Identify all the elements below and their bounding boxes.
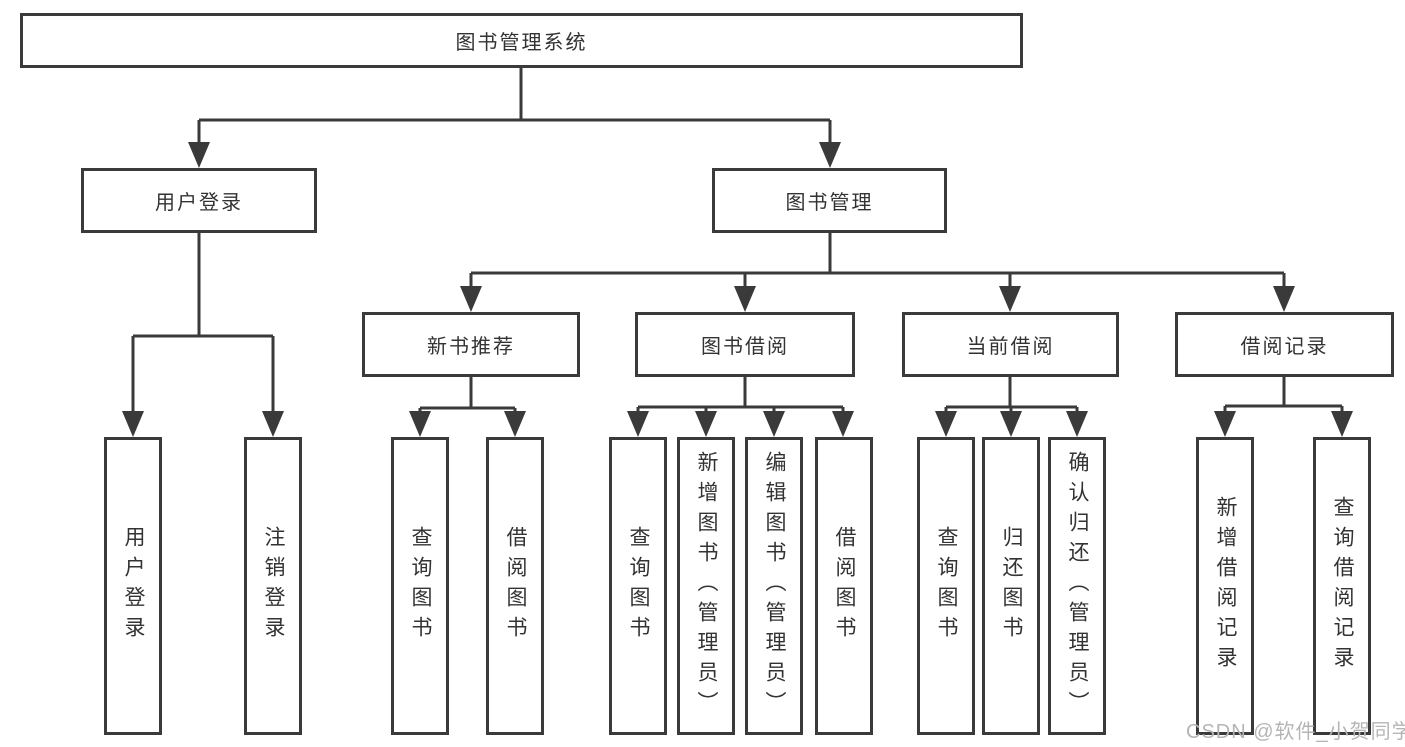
node-label: 图书管理 (785, 192, 874, 214)
arrowheads (122, 142, 1353, 437)
leaf-borrow-books-recommend: 借阅图书 (486, 437, 544, 735)
leaf-query-books-borrowing: 查询图书 (609, 437, 667, 735)
node-label: 图书管理系统 (455, 32, 588, 54)
node-label: 查询图书 (935, 526, 959, 646)
leaf-user-login: 用户登录 (104, 437, 162, 735)
node-label: 归还图书 (1000, 526, 1024, 646)
node-label: 新书推荐 (427, 336, 515, 358)
leaf-add-borrow-record: 新增借阅记录 (1196, 437, 1254, 735)
node-label: 查询图书 (627, 526, 651, 646)
leaf-query-books-recommend: 查询图书 (391, 437, 449, 735)
node-label: 确认归还（管理员） (1066, 451, 1090, 721)
node-current-borrowing: 当前借阅 (902, 312, 1119, 377)
node-label: 借阅图书 (833, 526, 857, 646)
node-label: 借阅记录 (1240, 336, 1329, 358)
node-root-system: 图书管理系统 (20, 13, 1023, 68)
node-book-borrowing: 图书借阅 (635, 312, 855, 377)
node-label: 查询借阅记录 (1331, 496, 1355, 676)
node-label: 用户登录 (155, 192, 243, 214)
leaf-add-books-admin: 新增图书（管理员） (677, 437, 735, 735)
leaf-query-borrow-record: 查询借阅记录 (1313, 437, 1371, 735)
node-new-book-recommend: 新书推荐 (362, 312, 580, 377)
node-label: 查询图书 (409, 526, 433, 646)
node-label: 新增借阅记录 (1214, 496, 1238, 676)
node-label: 注销登录 (262, 526, 286, 646)
node-label: 用户登录 (122, 526, 146, 646)
node-book-management: 图书管理 (712, 168, 947, 233)
leaf-return-books: 归还图书 (982, 437, 1040, 735)
node-borrowing-records: 借阅记录 (1175, 312, 1394, 377)
node-label: 编辑图书（管理员） (763, 451, 787, 721)
leaf-edit-books-admin: 编辑图书（管理员） (745, 437, 803, 735)
tree-edges (131, 68, 1344, 413)
leaf-query-books-current: 查询图书 (917, 437, 975, 735)
node-label: 当前借阅 (966, 336, 1055, 358)
leaf-logout: 注销登录 (244, 437, 302, 735)
node-label: 图书借阅 (701, 336, 789, 358)
node-label: 新增图书（管理员） (695, 451, 719, 721)
csdn-watermark: CSDN @软件_小贺同学 (1186, 721, 1405, 743)
leaf-confirm-return-admin: 确认归还（管理员） (1048, 437, 1106, 735)
leaf-borrow-books: 借阅图书 (815, 437, 873, 735)
node-label: 借阅图书 (504, 526, 528, 646)
node-user-login: 用户登录 (81, 168, 317, 233)
